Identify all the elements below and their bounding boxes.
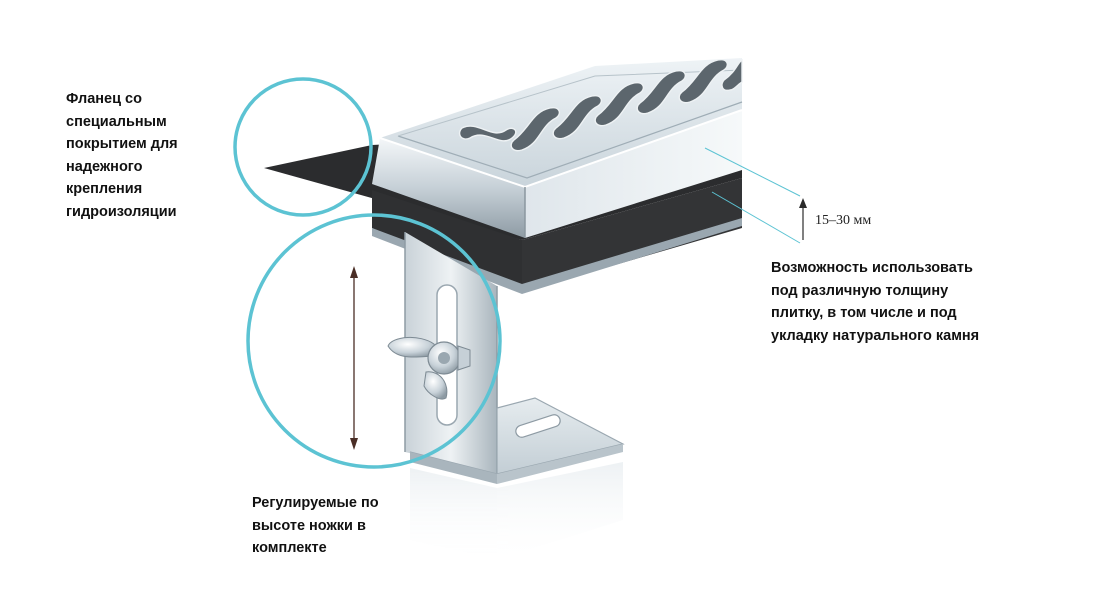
thickness-leader-lines: [704, 147, 801, 244]
wing-nut: [387, 337, 471, 400]
flange-callout-line: надежного: [66, 158, 143, 175]
legs-callout-text: Регулируемые по высоте ножки в комплекте: [252, 492, 379, 560]
leg-foot-plate: [409, 397, 625, 484]
drain-channel: [372, 58, 743, 238]
leg-callout-circle: [246, 213, 502, 469]
leg-height-arrow: [350, 266, 358, 450]
tile-thickness-callout-line: укладку натурального камня: [771, 327, 980, 344]
legs-callout-line: Регулируемые по: [252, 495, 379, 511]
grate-wave-slots: [458, 58, 743, 152]
thickness-dimension-arrow: [799, 198, 807, 240]
flange-callout-line: специальным: [66, 113, 167, 130]
tile-thickness-callout-line: Возможность использовать: [771, 260, 973, 276]
flange-callout-circle: [233, 77, 373, 217]
flange-callout-text: Фланец со специальным покрытием для наде…: [66, 88, 178, 223]
tile-thickness-callout-line: плитку, в том числе и под: [771, 305, 957, 321]
legs-callout-line: высоте ножки в: [252, 517, 366, 534]
leg-reflection: [410, 462, 623, 560]
flange-callout-line: крепления: [66, 181, 143, 197]
flange-lip: [372, 218, 742, 294]
flange-callout-line: гидроизоляции: [66, 203, 177, 220]
tile-thickness-callout-text: Возможность использовать под различную т…: [771, 257, 979, 347]
flange-callout-line: покрытием для: [66, 136, 178, 152]
tile-thickness-callout-line: под различную толщину: [771, 282, 949, 299]
legs-callout-line: комплекте: [252, 540, 327, 556]
flange-callout-line: Фланец со: [66, 91, 142, 107]
thickness-dimension-label: 15–30 мм: [815, 213, 872, 228]
